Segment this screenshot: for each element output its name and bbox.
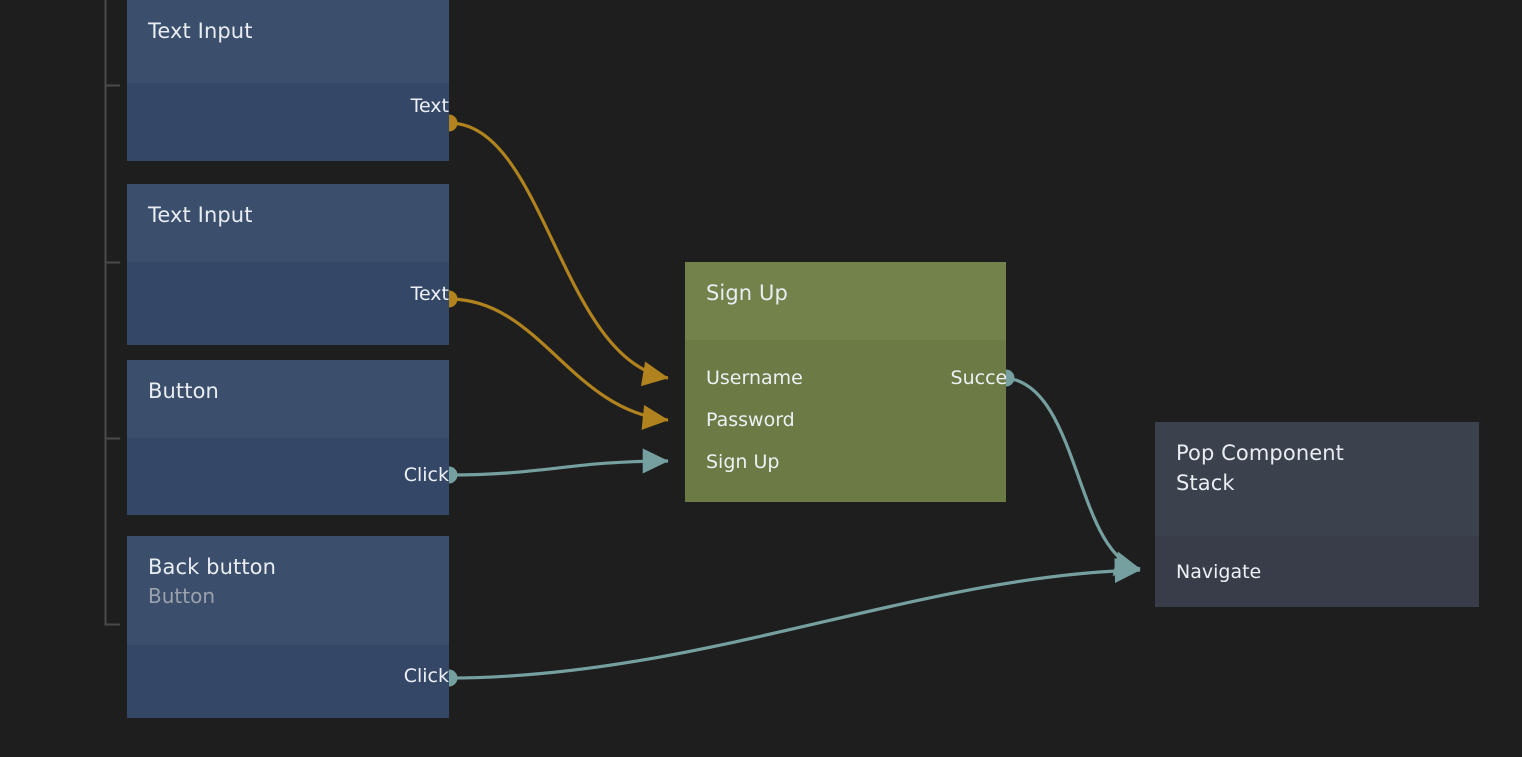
node-body: Navigate (1155, 536, 1479, 607)
edge-button-click-to-sign-up[interactable] (448, 448, 669, 477)
port-label: Sign Up (706, 451, 780, 473)
node-text-input-2[interactable]: Text Input Text (127, 184, 449, 345)
node-title: Text Input (148, 203, 253, 227)
port-label: Navigate (1176, 561, 1262, 583)
node-header: Pop Component Stack (1155, 422, 1479, 536)
node-body: Click (127, 438, 449, 515)
node-header: Button (127, 360, 449, 438)
port-label: Click (403, 665, 449, 687)
node-button[interactable]: Button Click (127, 360, 449, 515)
port-output-click[interactable]: Click (127, 665, 449, 687)
node-title: Button (148, 379, 219, 403)
node-back-button[interactable]: Back button Button Click (127, 536, 449, 718)
node-text-input-1[interactable]: Text Input Text (127, 0, 449, 161)
node-title: Back button (148, 555, 277, 579)
port-input-password[interactable]: Password (685, 409, 1006, 431)
port-label: Click (403, 464, 449, 486)
node-header: Back button Button (127, 536, 449, 645)
port-input-navigate[interactable]: Navigate (1155, 561, 1479, 583)
edge-back-button-click-to-navigate[interactable] (448, 558, 1141, 680)
port-label-success: Success (950, 367, 1006, 389)
node-pop-component-stack[interactable]: Pop Component Stack Navigate (1155, 422, 1479, 607)
node-header: Text Input (127, 0, 449, 83)
port-input-sign-up[interactable]: Sign Up (685, 451, 1006, 473)
node-body: Click (127, 645, 449, 718)
port-label: Text (410, 95, 449, 117)
node-body: Text (127, 262, 449, 345)
edge-text-input-1-to-username[interactable] (448, 121, 669, 387)
port-output-click[interactable]: Click (127, 464, 449, 486)
port-label: Text (410, 283, 449, 305)
port-row-username-success[interactable]: Username Success (685, 367, 1006, 389)
port-label-username: Username (706, 367, 803, 389)
node-header: Sign Up (685, 262, 1006, 340)
node-body: Text (127, 83, 449, 161)
node-body: Username Success Password Sign Up (685, 340, 1006, 502)
node-header: Text Input (127, 184, 449, 262)
edge-text-input-2-to-password[interactable] (448, 297, 669, 430)
node-title: Sign Up (706, 281, 788, 305)
node-sign-up[interactable]: Sign Up Username Success Password Sign U… (685, 262, 1006, 502)
node-title: Pop Component Stack (1176, 441, 1344, 495)
port-output-text[interactable]: Text (127, 283, 449, 305)
port-output-text[interactable]: Text (127, 95, 449, 117)
port-label: Password (706, 409, 795, 431)
node-subtitle: Button (148, 584, 215, 608)
edge-success-to-navigate[interactable] (1005, 376, 1141, 576)
node-title: Text Input (148, 19, 253, 43)
